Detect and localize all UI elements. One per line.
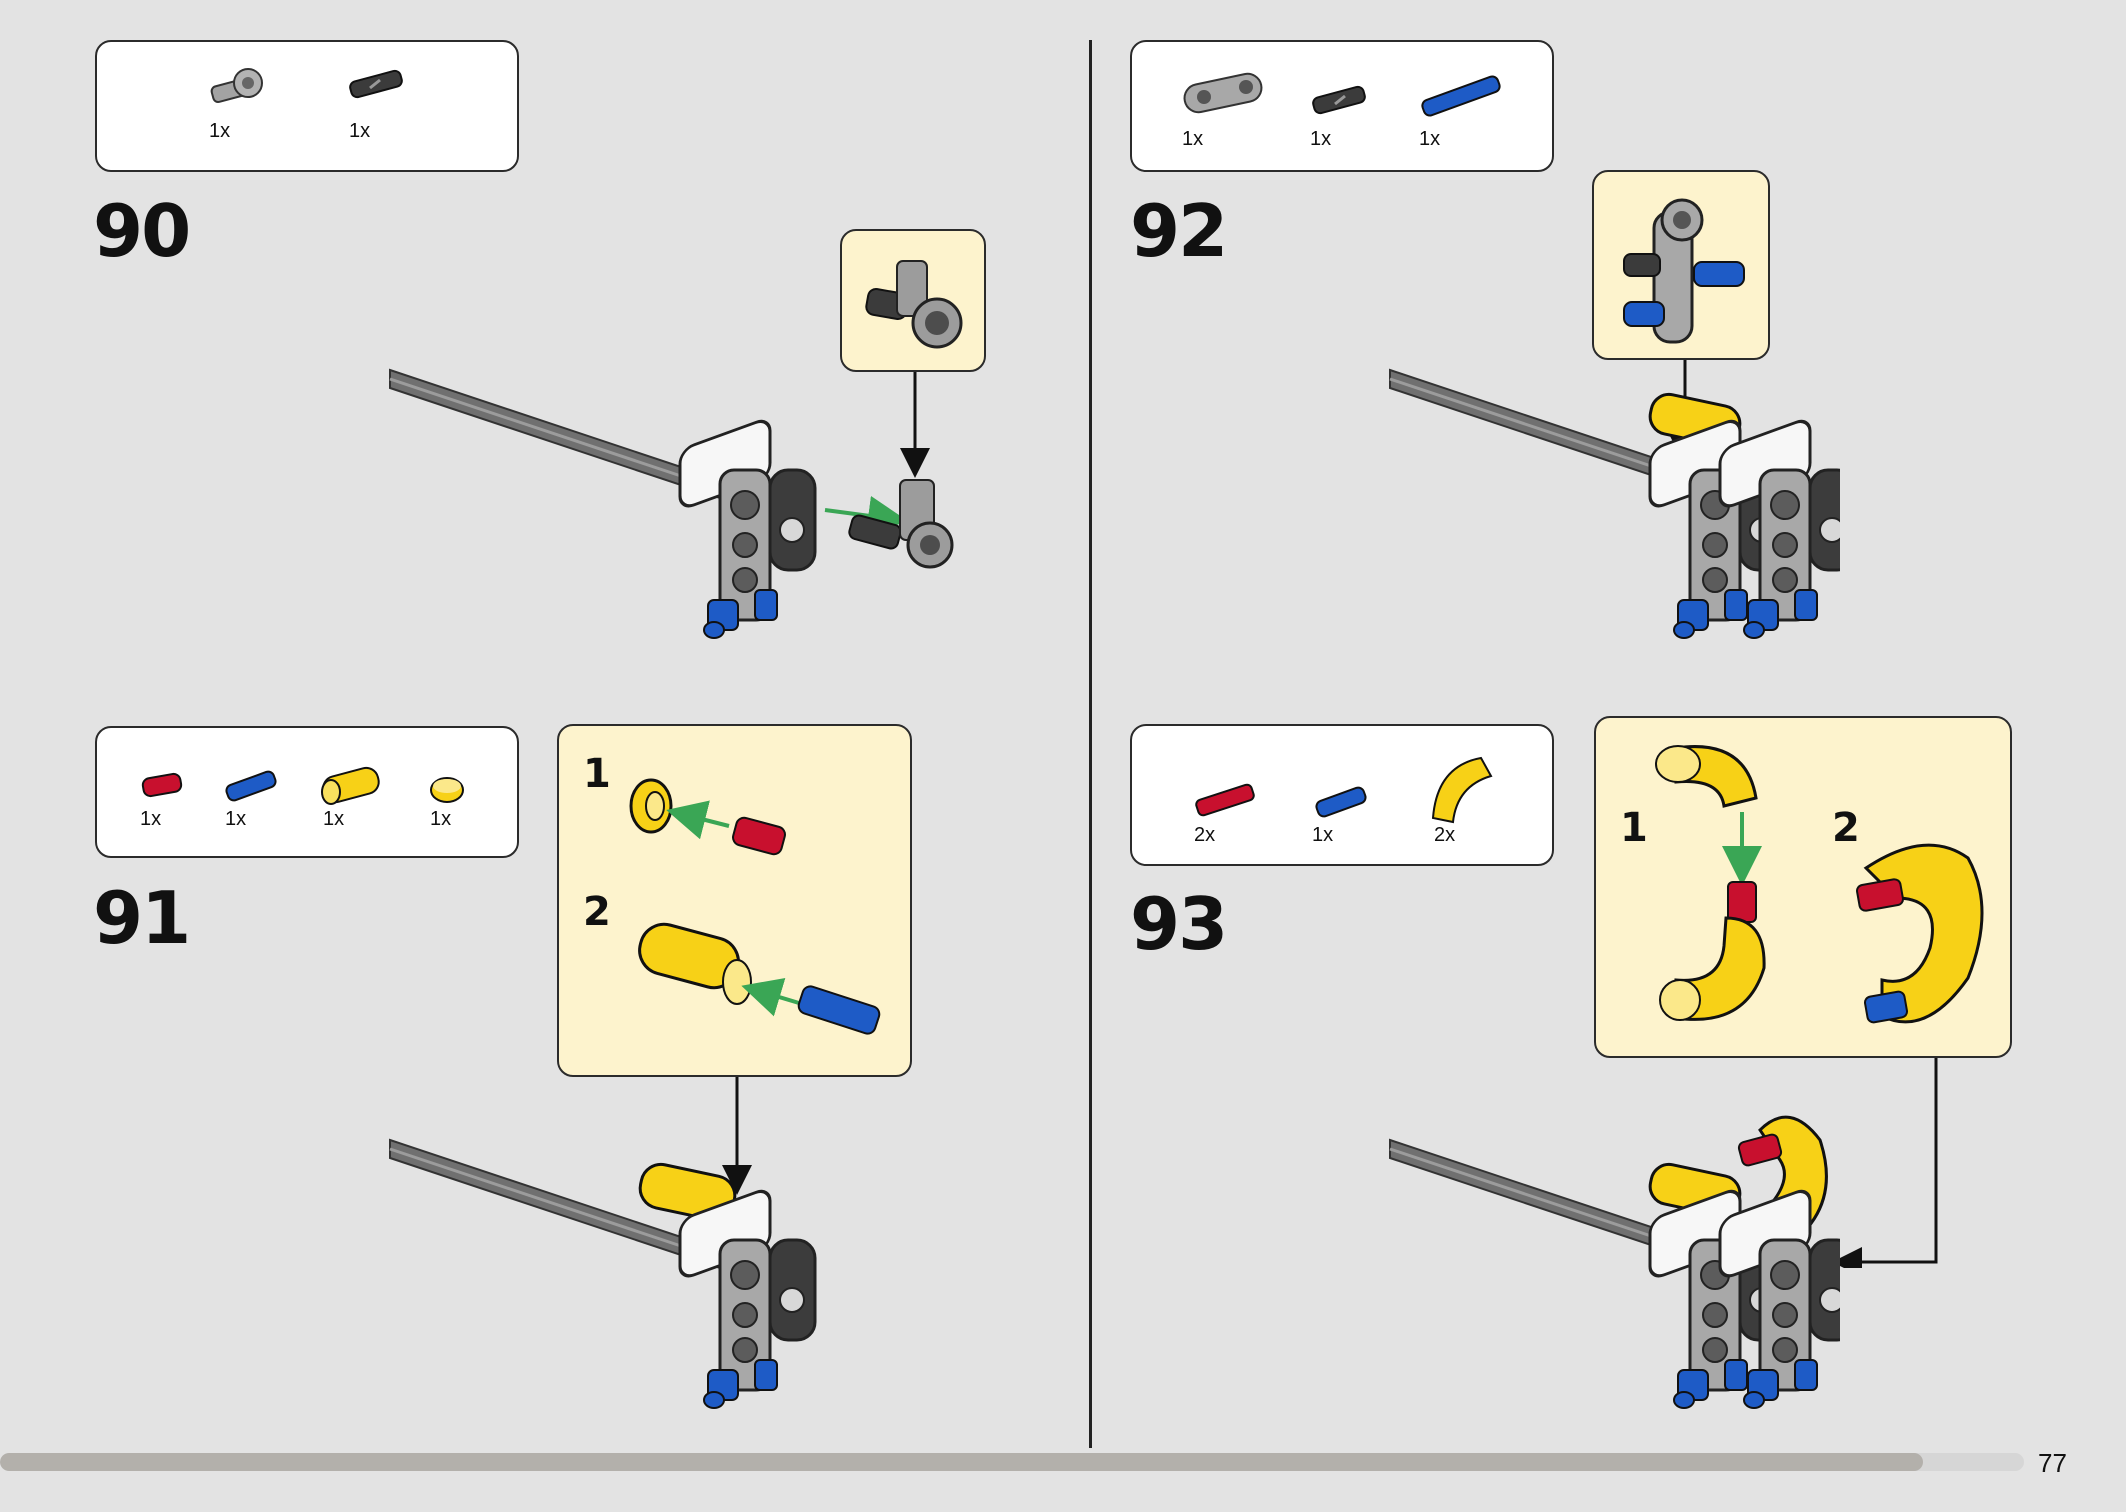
callout-step-92 [1592,170,1770,360]
part-qty: 1x [1419,128,1441,150]
yellow-curved-tube-icon [1427,746,1527,846]
step-92-model [1380,360,1857,660]
part-qty: 1x [1182,128,1204,150]
part-qty: 1x [225,808,247,830]
part-qty: 1x [349,120,371,142]
black-pin-icon [1307,82,1407,182]
blue-long-pin-icon [1417,70,1517,170]
part-qty: 1x [323,808,345,830]
page-progress-fill [0,1453,1923,1471]
callout-step-91: 1 2 [557,724,912,1077]
step-number: 90 [93,189,191,273]
red-pin-icon [139,768,239,868]
step-91-model [380,1130,840,1430]
substep-number: 2 [1832,805,1860,851]
part-qty: 1x [1310,128,1332,150]
part-qty: 1x [430,808,452,830]
step-93-model [1380,1100,1857,1420]
blue-axle-pin-icon [1312,782,1412,882]
black-pin-icon [342,62,442,162]
yellow-bush-icon [427,772,527,872]
assembly-arrow [722,1077,752,1195]
yellow-tube-icon [317,762,417,862]
part-qty: 2x [1434,824,1456,846]
step-90-model [380,360,980,660]
page-progress-bar [0,1453,2024,1471]
step-number: 92 [1130,189,1228,273]
part-qty: 1x [140,808,162,830]
gray-beam-icon [1180,67,1280,167]
callout-step-93: 1 2 [1594,716,2012,1058]
parts-list-step-90: 1x 1x [95,40,519,172]
part-qty: 1x [209,120,231,142]
parts-list-step-91: 1x 1x 1x 1x [95,726,519,858]
page-number: 77 [2038,1448,2067,1478]
parts-list-step-93: 2x 1x 2x [1130,724,1554,866]
red-axle-icon [1192,782,1292,882]
part-qty: 1x [1312,824,1334,846]
gray-axle-connector-icon [202,57,302,157]
assembly-arrow [1832,1058,1938,1268]
step-number: 93 [1130,882,1228,966]
substep-number: 1 [583,751,611,797]
part-qty: 2x [1194,824,1216,846]
assembly-arrow [900,372,930,478]
step-number: 91 [93,876,191,960]
callout-step-90 [840,229,986,372]
page-divider [1089,40,1092,1448]
blue-axle-pin-icon [222,766,322,866]
substep-number: 2 [583,889,611,935]
substep-number: 1 [1620,805,1648,851]
parts-list-step-92: 1x 1x 1x [1130,40,1554,172]
